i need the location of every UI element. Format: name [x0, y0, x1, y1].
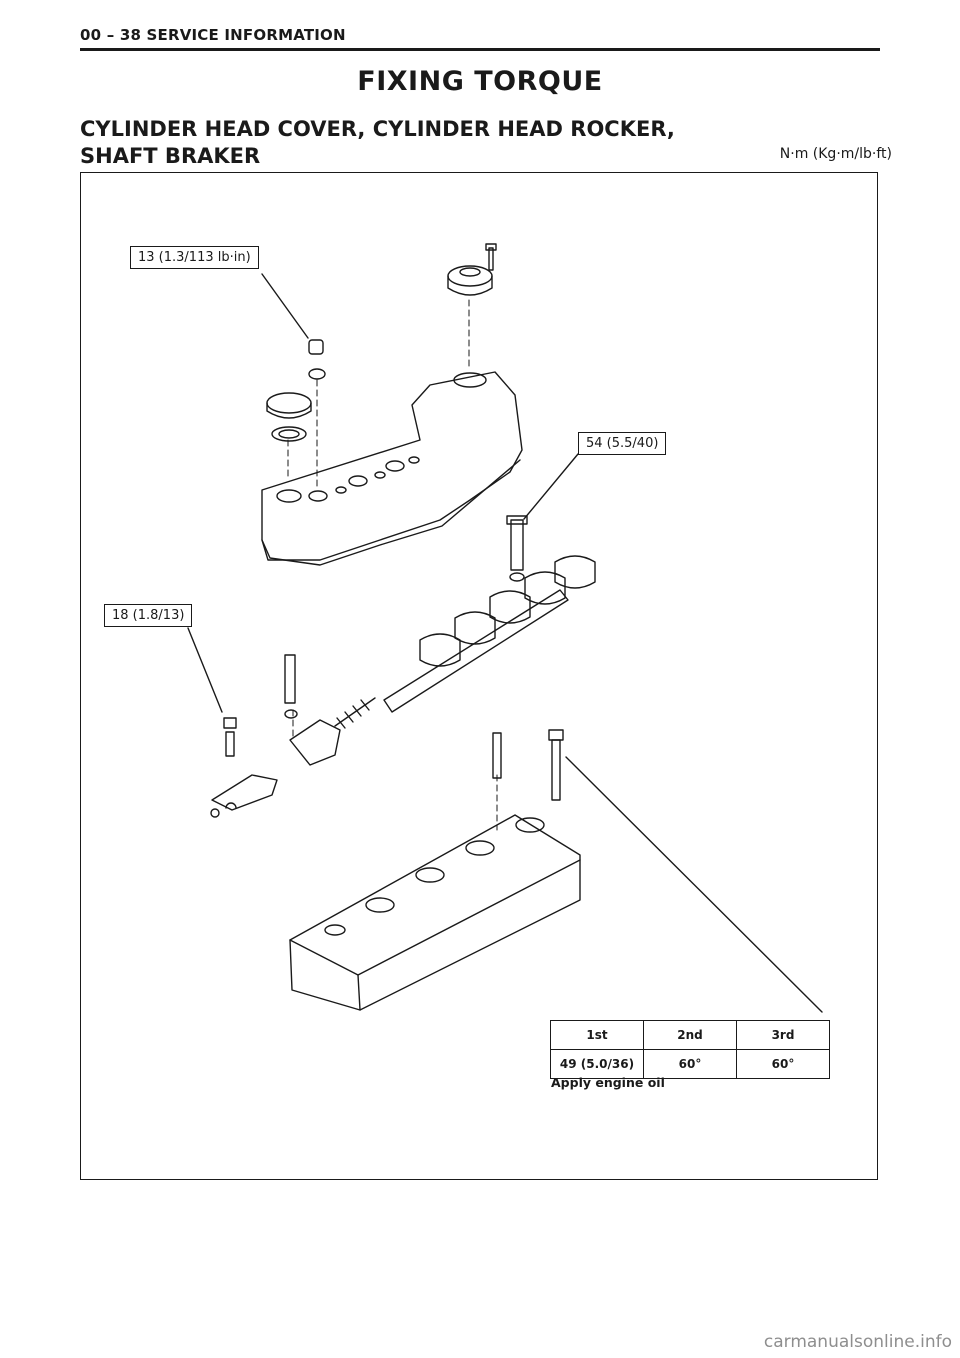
page-header-section: 00 – 38 SERVICE INFORMATION	[80, 26, 346, 44]
head-bolt-torque-table: 1st 2nd 3rd 49 (5.0/36) 60° 60°	[550, 1020, 830, 1079]
table-value-cell: 49 (5.0/36)	[550, 1049, 644, 1079]
section-title-line-1: CYLINDER HEAD COVER, CYLINDER HEAD ROCKE…	[80, 117, 675, 141]
callout-cover-cap-nut-torque: 13 (1.3/113 lb·in)	[130, 246, 259, 269]
units-label: N·m (Kg·m/lb·ft)	[779, 146, 892, 162]
leader-lines	[187, 273, 823, 1013]
exploded-view-figure	[80, 172, 878, 1180]
cylinder-head	[289, 729, 581, 1011]
header-rule	[80, 48, 880, 51]
section-title-line-2: SHAFT BRAKER	[80, 144, 261, 168]
table-value-cell: 60°	[643, 1049, 737, 1079]
assembly-guides	[287, 299, 498, 831]
callout-adjust-nut-torque: 18 (1.8/13)	[104, 604, 193, 627]
table-value-cell: 60°	[736, 1049, 830, 1079]
callout-rocker-bracket-bolt-torque: 54 (5.5/40)	[578, 432, 667, 455]
table-row-values: 49 (5.0/36) 60° 60°	[550, 1049, 830, 1079]
rocker-shaft-assembly	[210, 515, 596, 818]
watermark: carmanualsonline.info	[763, 1332, 952, 1352]
table-row-header: 1st 2nd 3rd	[550, 1020, 830, 1050]
section-title: CYLINDER HEAD COVER, CYLINDER HEAD ROCKE…	[80, 116, 675, 170]
table-header-cell: 2nd	[643, 1020, 737, 1050]
page-title: FIXING TORQUE	[357, 66, 603, 97]
table-header-cell: 1st	[550, 1020, 644, 1050]
cylinder-head-cover	[261, 371, 523, 566]
table-header-cell: 3rd	[736, 1020, 830, 1050]
apply-oil-note: Apply engine oil	[551, 1075, 665, 1090]
cover-hardware	[266, 243, 497, 442]
